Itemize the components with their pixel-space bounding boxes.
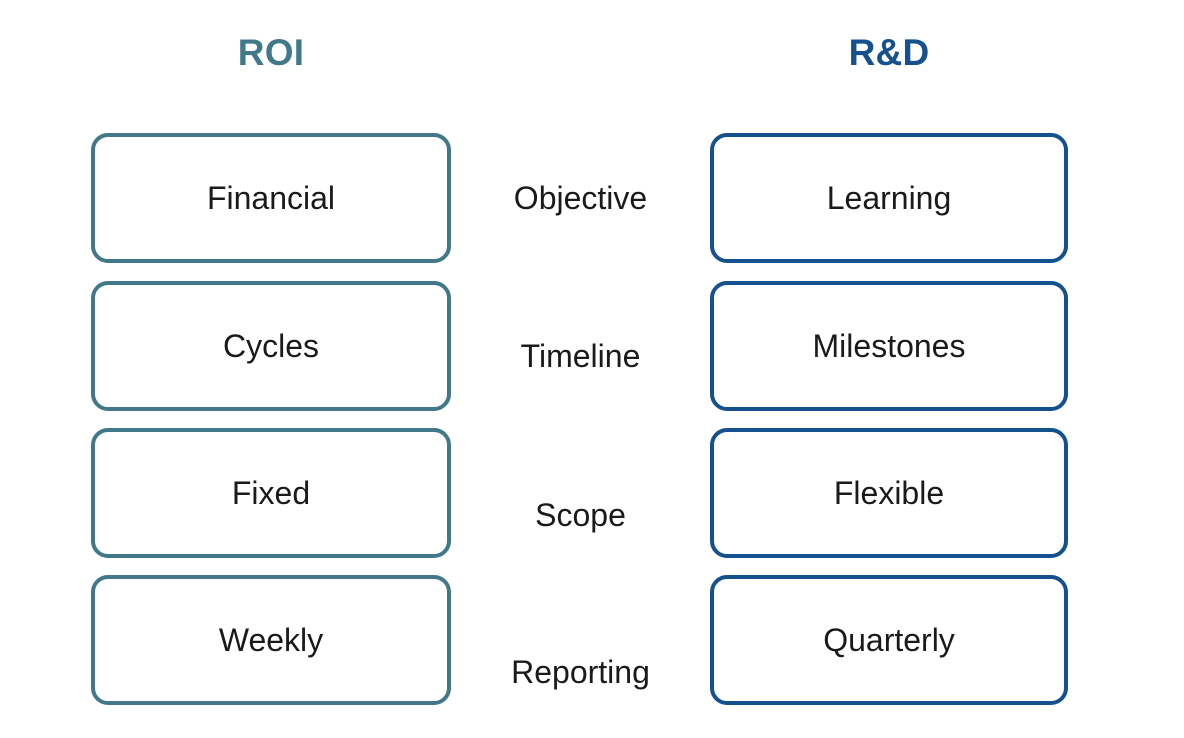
column-header-roi: ROI	[237, 32, 305, 73]
rd-box-label-0: Learning	[826, 180, 952, 216]
roi-box-3[interactable]: Weekly	[91, 575, 451, 705]
comparison-row: Cycles Timeline Milestones	[0, 281, 1184, 411]
roi-box-label-2: Fixed	[231, 475, 311, 511]
attribute-label-2: Scope	[535, 497, 626, 533]
comparison-row: Financial Objective Learning	[0, 133, 1184, 263]
attribute-label-3: Reporting	[511, 654, 650, 690]
column-header-rd: R&D	[848, 32, 930, 73]
roi-box-label-1: Cycles	[222, 328, 319, 364]
rd-box-label-2: Flexible	[833, 475, 945, 511]
rd-box-0[interactable]: Learning	[710, 133, 1068, 263]
attribute-label-1: Timeline	[520, 338, 641, 374]
roi-box-1[interactable]: Cycles	[91, 281, 451, 411]
rd-box-2[interactable]: Flexible	[710, 428, 1068, 558]
roi-box-2[interactable]: Fixed	[91, 428, 451, 558]
rd-box-3[interactable]: Quarterly	[710, 575, 1068, 705]
comparison-row: Weekly Reporting Quarterly	[0, 575, 1184, 705]
roi-box-label-3: Weekly	[218, 622, 324, 658]
rd-box-label-3: Quarterly	[823, 622, 955, 658]
roi-box-0[interactable]: Financial	[91, 133, 451, 263]
comparison-row: Fixed Scope Flexible	[0, 428, 1184, 558]
rd-box-label-1: Milestones	[812, 328, 966, 364]
rd-box-1[interactable]: Milestones	[710, 281, 1068, 411]
roi-box-label-0: Financial	[206, 180, 336, 216]
attribute-label-0: Objective	[513, 180, 648, 216]
